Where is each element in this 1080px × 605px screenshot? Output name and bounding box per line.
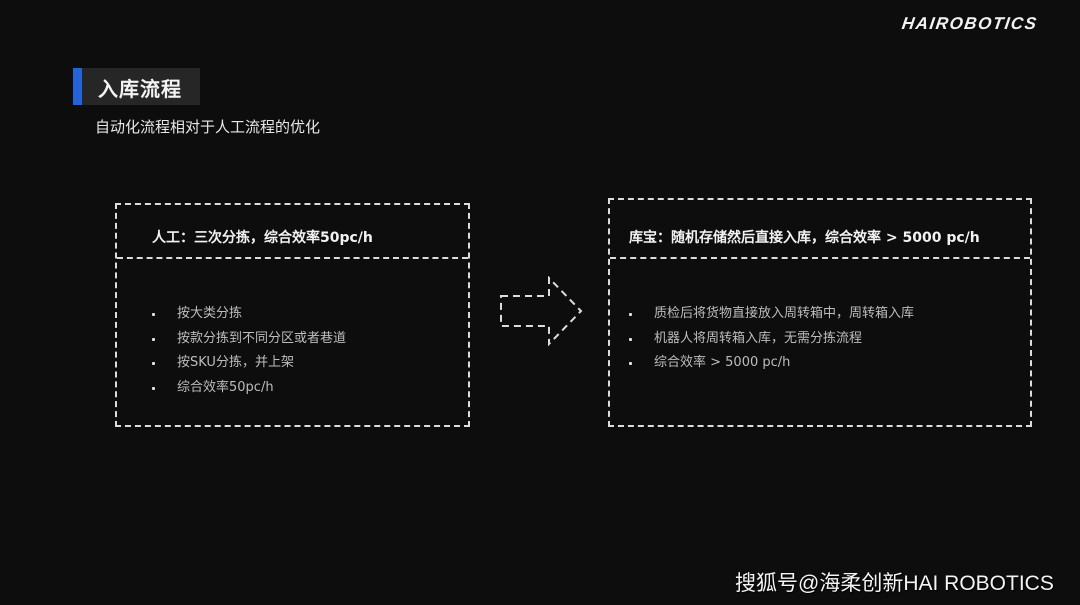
list-item: 综合效率 > 5000 pc/h [629,351,914,376]
manual-box-header [117,205,468,259]
manual-box-title: 人工：三次分拣，综合效率50pc/h [152,230,373,246]
kubao-steps-list: 质检后将货物直接放入周转箱中，周转箱入库 机器人将周转箱入库，无需分拣流程 综合… [629,302,914,376]
manual-process-box: 人工：三次分拣，综合效率50pc/h 按大类分拣 按款分拣到不同分区或者巷道 按… [115,203,470,427]
page-subtitle: 自动化流程相对于人工流程的优化 [95,118,321,136]
list-item: 按SKU分拣，并上架 [152,351,346,376]
kubao-box-title: 库宝：随机存储然后直接入库，综合效率 > 5000 pc/h [629,230,980,246]
hairobotics-logo: HAIROBOTICS [900,14,1039,33]
title-accent-bar [73,68,82,105]
kubao-box-header [610,200,1030,259]
dashed-right-arrow-icon [500,276,583,346]
page-title: 入库流程 [98,77,182,101]
list-item: 机器人将周转箱入库，无需分拣流程 [629,327,914,352]
list-item: 按大类分拣 [152,302,346,327]
list-item: 综合效率50pc/h [152,376,346,401]
manual-steps-list: 按大类分拣 按款分拣到不同分区或者巷道 按SKU分拣，并上架 综合效率50pc/… [152,302,346,400]
list-item: 质检后将货物直接放入周转箱中，周转箱入库 [629,302,914,327]
page-title-block: 入库流程 [73,68,200,105]
kubao-process-box: 库宝：随机存储然后直接入库，综合效率 > 5000 pc/h 质检后将货物直接放… [608,198,1032,427]
watermark: 搜狐号@海柔创新HAI ROBOTICS [735,572,1054,595]
list-item: 按款分拣到不同分区或者巷道 [152,327,346,352]
